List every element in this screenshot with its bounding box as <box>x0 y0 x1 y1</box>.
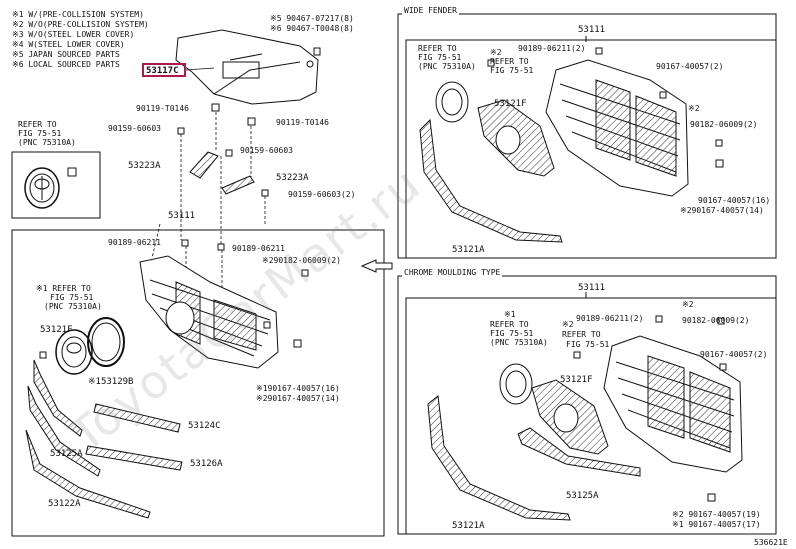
legend-item-4: ※4 W(STEEL LOWER COVER) <box>12 40 125 49</box>
lower-cover-shape <box>175 29 319 105</box>
part-label[interactable]: ※190167-40057(16) <box>256 384 340 393</box>
highlighted-part-callout[interactable]: 53117C <box>142 63 186 77</box>
refer-note: REFER TO <box>562 330 601 339</box>
legend-item-1: ※1 W/(PRE-COLLISION SYSTEM) <box>12 10 144 19</box>
part-label[interactable]: 53121F <box>40 325 73 335</box>
part-label[interactable]: 90189-06211(2) <box>576 314 644 323</box>
highlighted-part-number: 53117C <box>146 66 179 76</box>
part-label[interactable]: 53124C <box>188 421 221 431</box>
part-label[interactable]: 90159-60603 <box>108 124 161 133</box>
part-label[interactable]: 53121F <box>560 375 593 385</box>
part-label[interactable]: 90119-T0146 <box>276 118 329 127</box>
refer-note: ※1 <box>504 310 516 319</box>
part-label[interactable]: ※2 90167-40057(19) <box>672 510 761 519</box>
part-label[interactable]: 53223A <box>128 161 161 171</box>
refer-note: REFER TO <box>18 120 57 129</box>
refer-note: FIG 75-51 <box>490 329 534 338</box>
part-label[interactable]: 53111 <box>168 211 196 221</box>
part-label[interactable]: 90159-60603(2) <box>288 190 356 199</box>
section-header-chrome: CHROME MOULDING TYPE <box>402 268 503 277</box>
section-header-wide: WIDE FENDER <box>402 6 459 15</box>
refer-note: REFER TO <box>490 57 529 66</box>
refer-note: ※1 REFER TO <box>36 284 91 293</box>
refer-note: FIG 75-51 <box>566 340 610 349</box>
part-label[interactable]: 90189-06211 <box>232 244 285 253</box>
figure-number: 536621E <box>754 538 788 547</box>
part-label[interactable]: 90167-40057(2) <box>700 350 768 359</box>
refer-note: ※2 <box>562 320 574 329</box>
part-label[interactable]: 53122A <box>48 499 81 509</box>
part-label[interactable]: 90189-06211(2) <box>518 44 586 53</box>
part-label[interactable]: 90182-06009(2) <box>690 120 758 129</box>
part-label[interactable]: 53223A <box>276 173 309 183</box>
refer-note: REFER TO <box>490 320 529 329</box>
refer-note: (PNC 75310A) <box>490 338 548 347</box>
part-label[interactable]: 90189-06211 <box>108 238 161 247</box>
legend-item-5: ※5 JAPAN SOURCED PARTS <box>12 50 120 59</box>
part-label[interactable]: ※6 90467-T0048(8) <box>270 24 354 33</box>
refer-note: ※2 <box>682 300 694 309</box>
refer-note: FIG 75-51 <box>418 53 462 62</box>
part-label[interactable]: ※5 90467-07217(8) <box>270 14 354 23</box>
refer-note: FIG 75-51 <box>18 129 62 138</box>
part-label[interactable]: 90182-06009(2) <box>682 316 750 325</box>
part-label[interactable]: 90159-60603 <box>240 146 293 155</box>
part-label[interactable]: 53125A <box>566 491 599 501</box>
part-label[interactable]: 53125A <box>50 449 83 459</box>
part-label[interactable]: 53121F <box>494 99 527 109</box>
part-label[interactable]: ※290167-40057(14) <box>256 394 340 403</box>
refer-note: FIG 75-51 <box>50 293 94 302</box>
refer-note: (PNC 75310A) <box>418 62 476 71</box>
part-label[interactable]: ※290182-06009(2) <box>262 256 341 265</box>
part-label[interactable]: 53111 <box>578 25 606 35</box>
refer-note: FIG 75-51 <box>490 66 534 75</box>
refer-note: ※2 <box>490 48 502 57</box>
refer-note: (PNC 75310A) <box>18 138 76 147</box>
part-label[interactable]: 90167-40057(2) <box>656 62 724 71</box>
part-label[interactable]: 90167-40057(16) <box>698 196 771 205</box>
part-label[interactable]: ※1 90167-40057(17) <box>672 520 761 529</box>
legend-item-3: ※3 W/O(STEEL LOWER COVER) <box>12 30 135 39</box>
legend-item-2: ※2 W/O(PRE-COLLISION SYSTEM) <box>12 20 149 29</box>
part-label[interactable]: 53111 <box>578 283 606 293</box>
part-label[interactable]: 53126A <box>190 459 223 469</box>
refer-note: (PNC 75310A) <box>44 302 102 311</box>
refer-note: ※2 <box>688 104 700 113</box>
part-label[interactable]: 90119-T0146 <box>136 104 189 113</box>
part-label[interactable]: ※153129B <box>88 377 134 387</box>
part-label[interactable]: ※290167-40057(14) <box>680 206 764 215</box>
part-label[interactable]: 53121A <box>452 521 485 531</box>
refer-note: REFER TO <box>418 44 457 53</box>
legend-item-6: ※6 LOCAL SOURCED PARTS <box>12 60 120 69</box>
main-grille <box>139 255 279 369</box>
part-label[interactable]: 53121A <box>452 245 485 255</box>
